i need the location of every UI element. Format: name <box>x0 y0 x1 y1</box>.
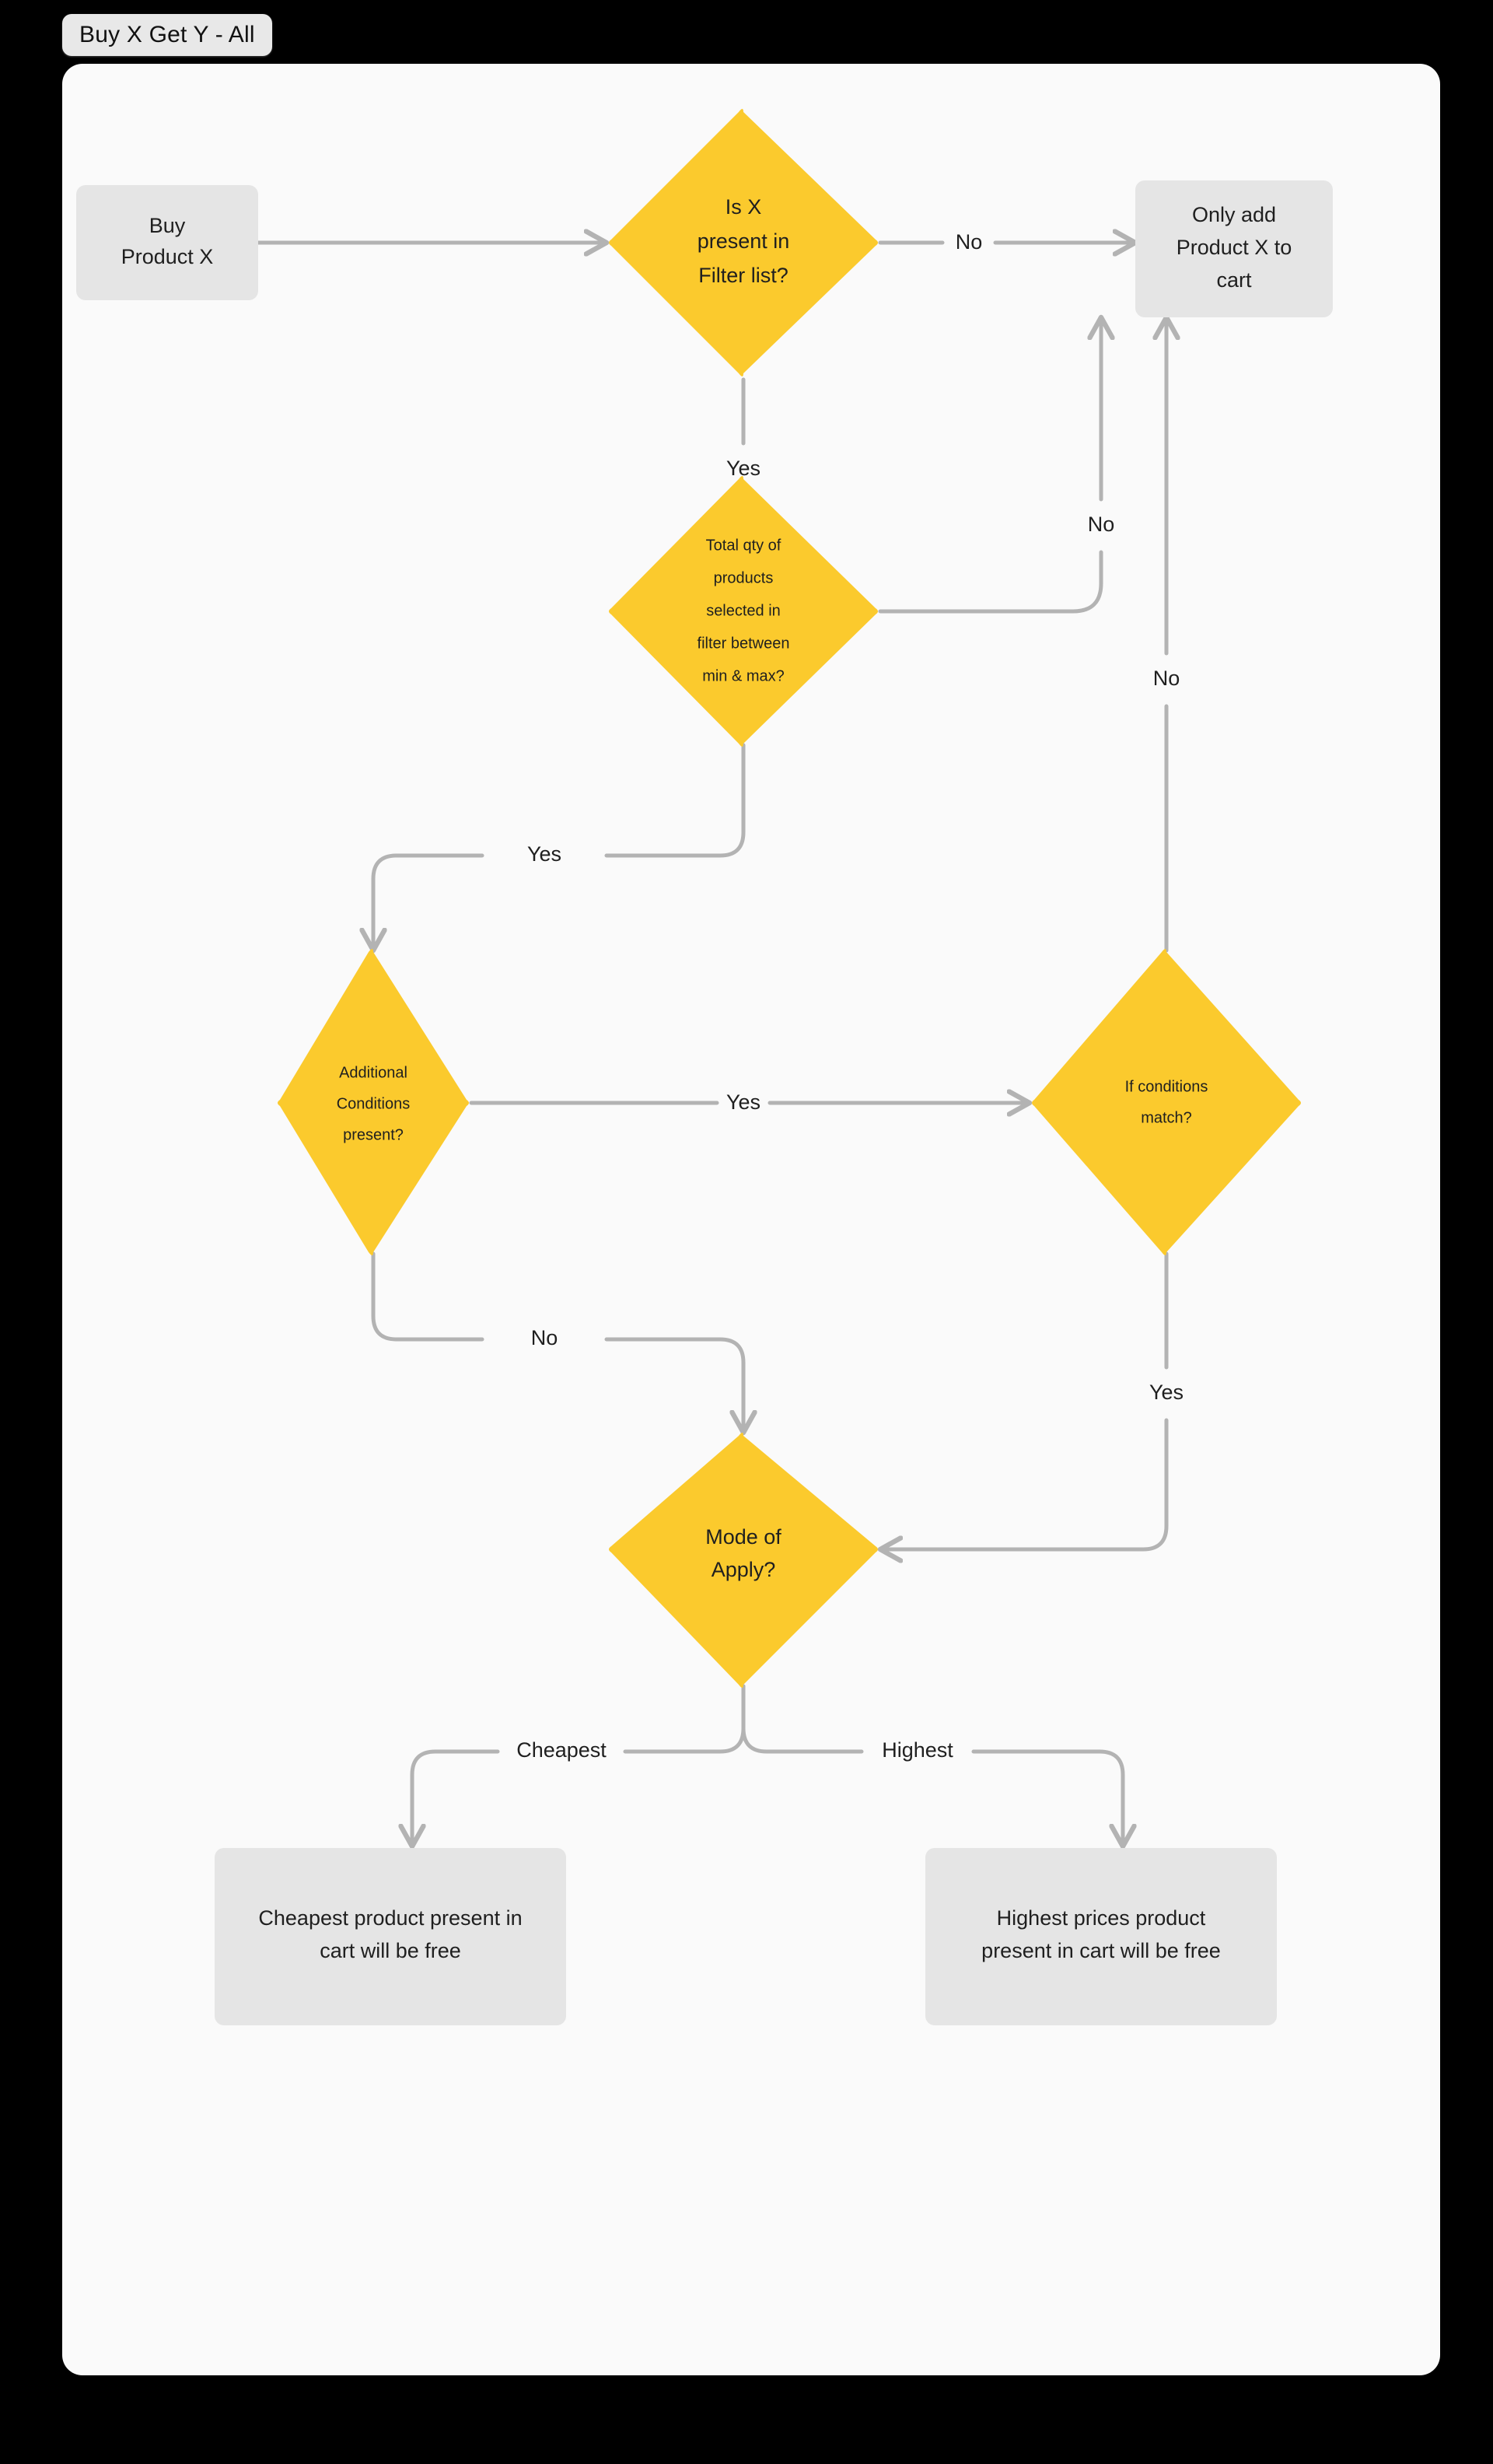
node-only-add-x-to-cart[interactable]: Only add Product X to cart <box>1135 180 1333 317</box>
node-only-add-line3: cart <box>1216 268 1252 292</box>
node-buy-product-x[interactable]: Buy Product X <box>76 185 258 300</box>
node-only-add-line1: Only add <box>1192 203 1276 226</box>
edge-mode-highest-2 <box>971 1749 1123 1846</box>
edge-label-match-no: No <box>1153 667 1180 690</box>
node-mode-line2: Apply? <box>712 1558 776 1581</box>
node-total-qty-line2: products <box>714 569 774 586</box>
edge-label-mode-highest: Highest <box>882 1738 953 1762</box>
node-addl-cond-line3: present? <box>343 1126 404 1143</box>
edges-layer: Only add Product X to cart --> No Total … <box>256 230 1184 1846</box>
node-additional-conditions[interactable]: Additional Conditions present? <box>278 949 469 1255</box>
node-is-x-line1: Is X <box>726 195 762 219</box>
edge-label-cond-yes: Yes <box>726 1090 760 1114</box>
edge-mode-cheapest-2 <box>412 1749 500 1846</box>
node-highest-line2: present in cart will be free <box>981 1939 1221 1962</box>
node-highest-line1: Highest prices product <box>997 1906 1206 1930</box>
flowchart-svg: Only add Product X to cart --> No Total … <box>76 109 1333 2025</box>
diagram-title-tab[interactable]: Buy X Get Y - All <box>62 14 272 56</box>
node-if-cond-line2: match? <box>1141 1109 1192 1126</box>
edge-label-isx-no: No <box>956 230 983 254</box>
edge-cond-no <box>371 1251 484 1342</box>
node-mode-line1: Mode of <box>705 1525 781 1549</box>
edge-label-cond-no: No <box>531 1326 558 1349</box>
node-total-qty-in-range[interactable]: Total qty of products selected in filter… <box>609 476 878 747</box>
diagram-title-label: Buy X Get Y - All <box>79 22 255 47</box>
node-only-add-line2: Product X to <box>1177 236 1292 259</box>
edge-label-qty-yes: Yes <box>527 842 561 866</box>
node-is-x-in-filter[interactable]: Is X present in Filter list? <box>609 109 878 376</box>
node-highest-free[interactable]: Highest prices product present in cart w… <box>925 1848 1277 2025</box>
edge-mode-cheapest <box>623 1684 746 1754</box>
edge-mode-highest <box>741 1684 864 1754</box>
node-is-x-line3: Filter list? <box>698 264 788 287</box>
edge-label-qty-no: No <box>1088 513 1115 536</box>
edge-label-isx-yes: Yes <box>726 457 760 480</box>
node-is-x-line2: present in <box>698 229 790 253</box>
node-buy-product-x-line2: Product X <box>121 245 214 268</box>
node-total-qty-line3: selected in <box>706 602 781 619</box>
edge-label-mode-cheapest: Cheapest <box>516 1738 607 1762</box>
node-buy-product-x-line1: Buy <box>149 214 186 237</box>
edge-qty-yes <box>604 743 746 858</box>
node-total-qty-line5: min & max? <box>702 667 785 684</box>
node-addl-cond-line2: Conditions <box>337 1095 411 1112</box>
node-total-qty-line4: filter between <box>698 635 790 652</box>
edge-qty-no <box>878 550 1103 614</box>
edge-match-yes-2 <box>880 1418 1169 1549</box>
node-if-conditions-match[interactable]: If conditions match? <box>1032 949 1301 1255</box>
node-cheapest-line1: Cheapest product present in <box>258 1906 522 1930</box>
node-addl-cond-line1: Additional <box>339 1064 407 1081</box>
flowchart-canvas[interactable]: Only add Product X to cart --> No Total … <box>62 64 1440 2375</box>
node-total-qty-line1: Total qty of <box>706 537 781 554</box>
node-cheapest-line2: cart will be free <box>320 1939 461 1962</box>
edge-cond-no-2 <box>604 1337 743 1433</box>
node-if-cond-line1: If conditions <box>1125 1078 1208 1095</box>
edge-qty-yes-2 <box>373 853 484 950</box>
node-mode-of-apply[interactable]: Mode of Apply? <box>609 1433 878 1688</box>
node-cheapest-free[interactable]: Cheapest product present in cart will be… <box>215 1848 566 2025</box>
edge-label-match-yes: Yes <box>1149 1381 1184 1404</box>
